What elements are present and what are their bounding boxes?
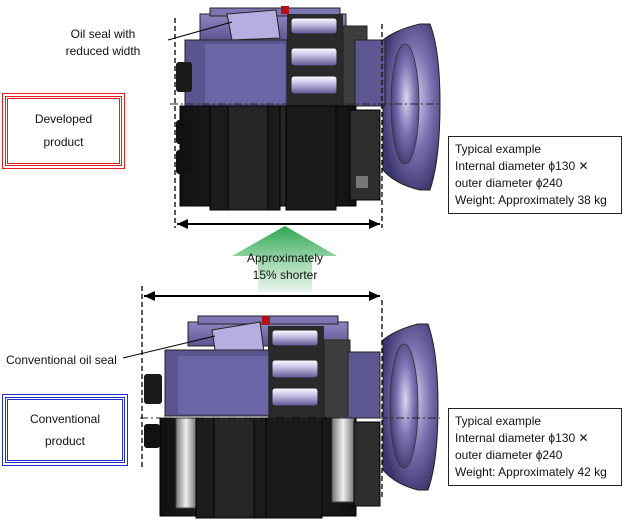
developed-label-line-2: product — [43, 135, 84, 149]
spec-heading: Typical example — [455, 142, 542, 156]
developed-spec-box: Typical example Internal diameter ϕ130 ✕… — [448, 136, 622, 214]
developed-label-line-1: Developed — [34, 112, 93, 126]
spec-heading: Typical example — [455, 414, 542, 428]
oil-seal-leader-top — [167, 21, 233, 41]
conventional-product-box: Conventional product — [2, 394, 128, 466]
conventional-spec-box: Typical example Internal diameter ϕ130 ✕… — [448, 408, 622, 486]
conventional-seal-callout: Conventional oil seal — [6, 353, 117, 367]
callout-line-1: Oil seal with — [70, 27, 136, 41]
spec-weight: Weight: Approximately 38 kg — [455, 193, 607, 207]
conventional-bearing-assembly — [144, 315, 439, 519]
shorter-arrow — [232, 226, 337, 292]
developed-width-dimension — [177, 219, 380, 229]
spec-outer-diameter: outer diameter ϕ240 — [455, 176, 563, 190]
callout-line-2: reduced width — [65, 44, 141, 58]
developed-product-box: Developed product — [2, 93, 125, 169]
conventional-width-dimension — [144, 291, 380, 301]
reduced-width-seal-callout: Oil seal with reduced width — [57, 26, 149, 60]
spec-outer-diameter: outer diameter ϕ240 — [455, 448, 563, 462]
conventional-label-line-2: product — [44, 434, 86, 448]
spec-internal-diameter: Internal diameter ϕ130 ✕ — [455, 431, 589, 445]
conventional-label-line-1: Conventional — [29, 412, 101, 426]
oil-seal-leader-bottom — [122, 335, 216, 359]
arrow-label-line-2: 15% shorter — [252, 268, 318, 282]
spec-internal-diameter: Internal diameter ϕ130 ✕ — [455, 159, 589, 173]
shorter-arrow-label: Approximately 15% shorter — [236, 250, 334, 284]
spec-weight: Weight: Approximately 42 kg — [455, 465, 607, 479]
developed-bearing-assembly — [176, 6, 441, 211]
arrow-label-line-1: Approximately — [246, 251, 324, 265]
